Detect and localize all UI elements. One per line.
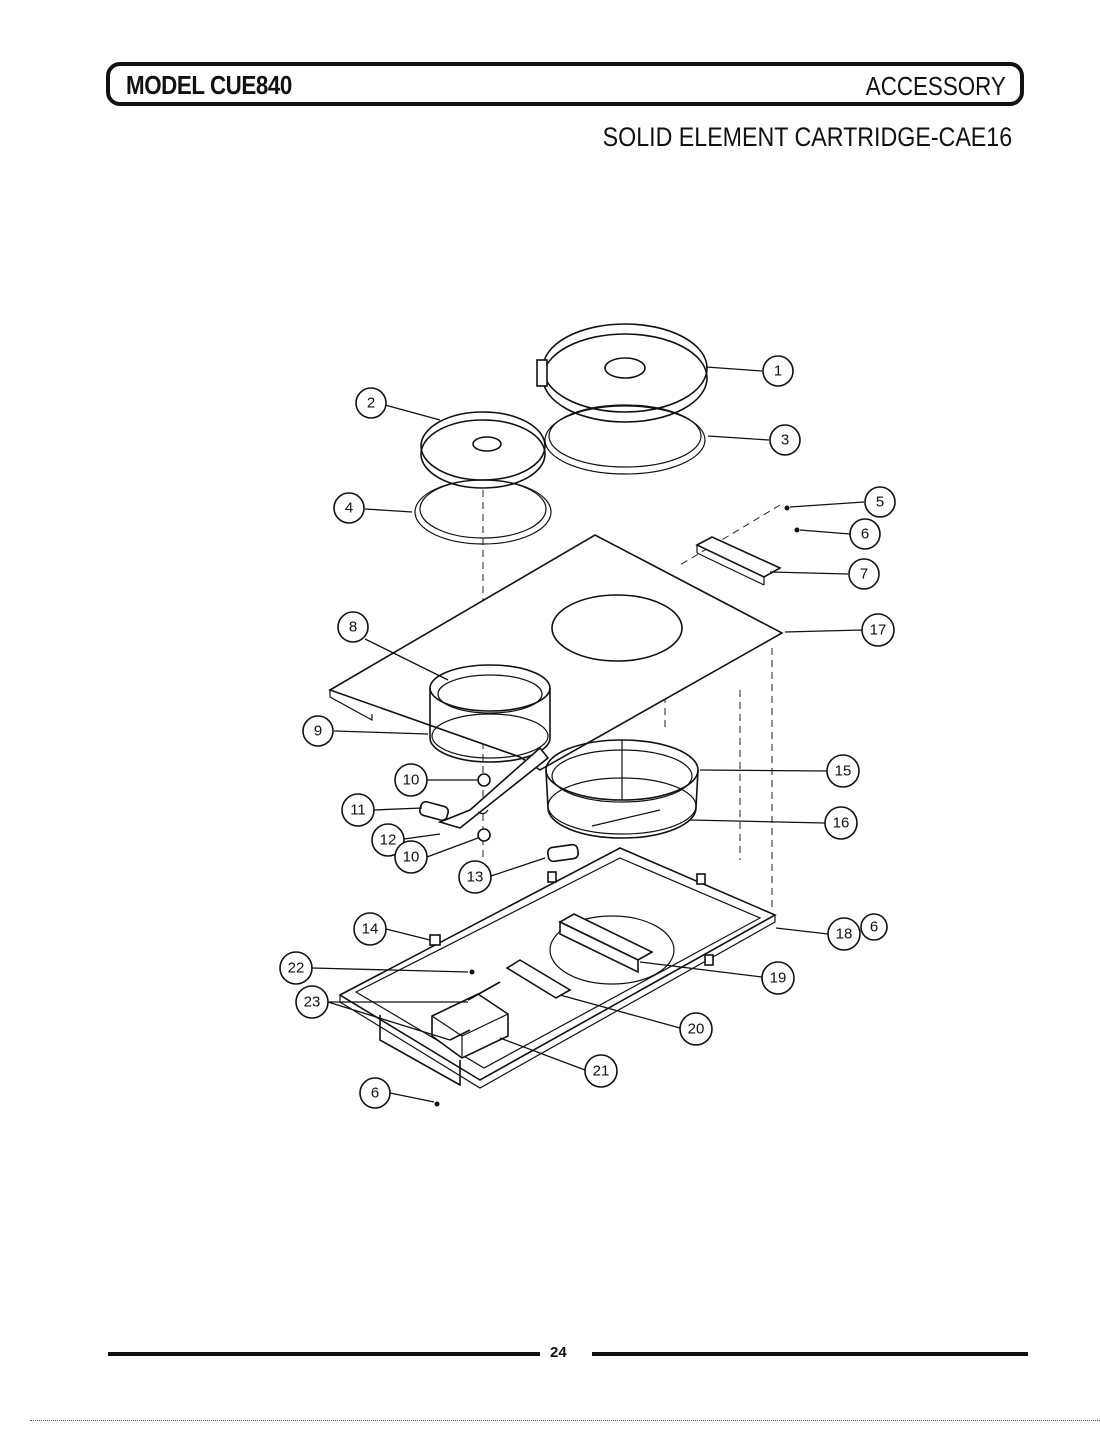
svg-text:18: 18 [836, 926, 853, 943]
page-number: 24 [550, 1344, 567, 1361]
callout-6-bottom: 6 [359, 1077, 391, 1109]
callout-12: 12 [371, 823, 405, 857]
mounting-plate [505, 959, 572, 999]
callout-10-upper: 10 [394, 763, 428, 797]
callout-10-lower: 10 [394, 840, 428, 874]
screw-6-bottom [434, 1101, 440, 1107]
svg-text:6: 6 [371, 1085, 379, 1102]
svg-text:19: 19 [770, 970, 787, 987]
callout-7: 7 [848, 558, 880, 590]
svg-text:3: 3 [781, 432, 789, 449]
large-element-cover [536, 323, 708, 423]
large-trim-ring [544, 404, 706, 475]
svg-text:14: 14 [362, 921, 379, 938]
svg-text:15: 15 [835, 763, 852, 780]
svg-text:8: 8 [349, 619, 357, 636]
callout-16: 16 [824, 806, 858, 840]
pins [449, 981, 501, 1041]
svg-text:4: 4 [345, 500, 353, 517]
svg-text:7: 7 [860, 566, 868, 583]
screw-6 [794, 527, 800, 533]
header-frame: MODEL CUE840 ACCESSORY [106, 62, 1024, 106]
callout-18: 18 [827, 917, 861, 951]
model-title: MODEL CUE840 [126, 70, 292, 100]
callout-14: 14 [353, 912, 387, 946]
svg-text:2: 2 [367, 395, 375, 412]
tab-b [696, 873, 706, 885]
svg-text:5: 5 [876, 494, 884, 511]
callout-4: 4 [333, 492, 365, 524]
svg-text:6: 6 [870, 919, 878, 936]
small-element-cover [420, 411, 546, 489]
callout-5: 5 [864, 486, 896, 518]
diagram-subtitle: SOLID ELEMENT CARTRIDGE-CAE16 [602, 122, 1012, 152]
top-plate [328, 534, 784, 771]
svg-text:21: 21 [593, 1063, 610, 1080]
screw-22 [469, 969, 475, 975]
callout-6-right: 6 [860, 913, 888, 941]
bottom-pan [338, 847, 777, 1089]
callout-17: 17 [861, 613, 895, 647]
callout-2: 2 [355, 387, 387, 419]
callout-23: 23 [295, 985, 329, 1019]
callout-3: 3 [769, 424, 801, 456]
svg-text:17: 17 [870, 622, 887, 639]
connector-right [547, 843, 579, 863]
svg-text:12: 12 [380, 832, 397, 849]
footer-rule-right [592, 1352, 1028, 1356]
callout-15: 15 [826, 754, 860, 788]
bottom-divider [30, 1420, 1100, 1422]
callout-9: 9 [302, 715, 334, 747]
small-trim-ring [414, 479, 552, 545]
callout-20: 20 [679, 1012, 713, 1046]
tab-c [704, 954, 714, 966]
svg-text:23: 23 [304, 994, 321, 1011]
svg-text:6: 6 [861, 526, 869, 543]
bracket-strip [695, 536, 782, 586]
screw-5 [784, 505, 790, 511]
callout-19: 19 [761, 961, 795, 995]
terminal-block [558, 913, 654, 974]
svg-text:9: 9 [314, 723, 322, 740]
nut-lower [477, 828, 491, 842]
svg-text:11: 11 [350, 802, 366, 819]
svg-text:10: 10 [403, 772, 420, 789]
tab-14 [429, 934, 441, 946]
callout-11: 11 [341, 793, 375, 827]
callout-22: 22 [279, 951, 313, 985]
section-title: ACCESSORY [865, 71, 1006, 101]
callout-6-top: 6 [849, 518, 881, 550]
leader-lines [311, 366, 865, 1103]
svg-text:16: 16 [833, 815, 850, 832]
footer-rule-left [108, 1352, 540, 1356]
callout-1: 1 [762, 355, 794, 387]
svg-text:10: 10 [403, 849, 420, 866]
callout-8: 8 [337, 611, 369, 643]
svg-text:13: 13 [467, 869, 484, 886]
svg-text:20: 20 [688, 1021, 705, 1038]
svg-text:22: 22 [288, 960, 305, 977]
small-burner-housing [429, 664, 551, 829]
large-burner-housing [545, 739, 699, 839]
clip-12 [477, 809, 489, 815]
tab-a [547, 871, 557, 883]
nut-upper [477, 773, 491, 787]
callout-13: 13 [458, 860, 492, 894]
callout-21: 21 [584, 1054, 618, 1088]
connector-left [418, 800, 450, 822]
svg-text:1: 1 [774, 363, 782, 380]
